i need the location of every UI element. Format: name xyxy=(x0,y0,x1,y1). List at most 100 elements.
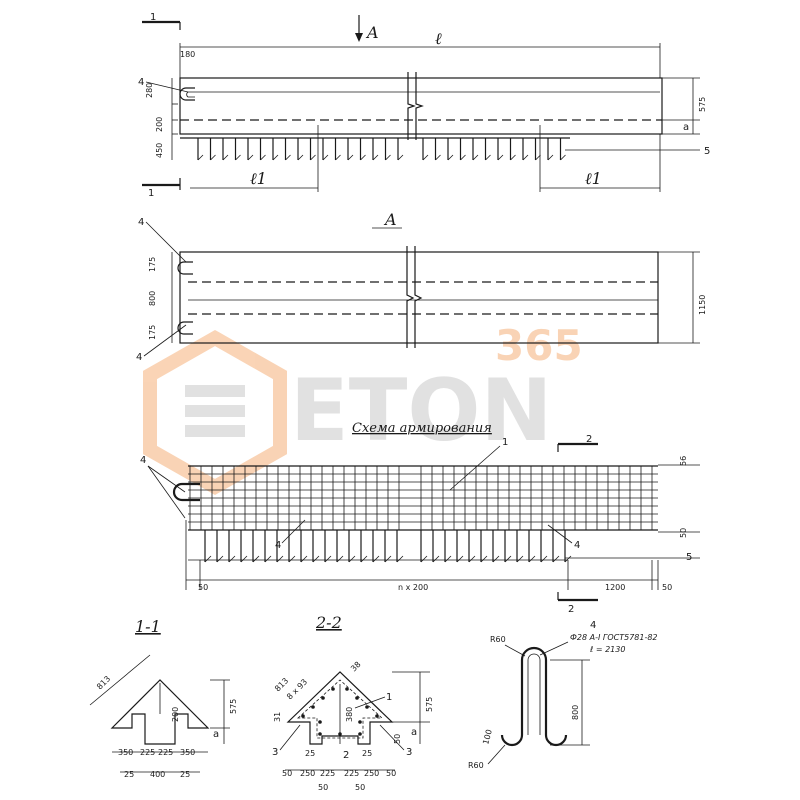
rebar-mesh xyxy=(188,465,658,531)
plan-loop-top-icon xyxy=(177,261,193,275)
s11-dim-225-left: 225 xyxy=(140,748,155,757)
dim-1200: 1200 xyxy=(605,583,625,592)
rebar-line xyxy=(310,154,316,161)
dim-180: 180 xyxy=(180,50,195,59)
loop-bar-left-icon xyxy=(500,660,524,747)
leader-1-scheme: 1 xyxy=(502,437,508,448)
leader-4-plan-top: 4 xyxy=(138,217,144,228)
section-1-1-outline xyxy=(110,679,210,745)
watermark-brand: ETON xyxy=(290,361,553,461)
rebar-line xyxy=(560,154,566,161)
rebar-line xyxy=(432,555,440,563)
length-l1-left: ℓ1 xyxy=(250,169,267,188)
rebar-line xyxy=(360,555,368,563)
rebar-line xyxy=(204,555,212,563)
s22-dim-250-b: 250 xyxy=(364,769,379,778)
rebar-line xyxy=(385,154,391,161)
rebar-line xyxy=(485,154,491,161)
s22-dim-a: a xyxy=(411,727,417,738)
rebar-dot xyxy=(345,687,349,691)
view-a-title: A xyxy=(383,210,397,229)
s11-dim-350-left: 350 xyxy=(118,748,133,757)
section-mark-2-bottom: 2 xyxy=(568,604,574,615)
dim-a-top: a xyxy=(683,122,689,133)
s22-dim-50-a: 50 xyxy=(282,769,292,778)
s22-dim-250-a: 250 xyxy=(300,769,315,778)
section-mark-top: 1 xyxy=(150,12,156,23)
loop-r60-top: R60 xyxy=(490,635,506,644)
loop-length: ℓ = 2130 xyxy=(589,645,625,654)
rebar-dot xyxy=(358,720,362,724)
section-2-2: 2-2 813 8 x 93 38 31 380 575 a 1 3 3 2 2… xyxy=(272,613,434,792)
loop-detail: 4 Ф28 А-I ГОСТ5781-82 ℓ = 2130 R60 R60 8… xyxy=(468,620,658,770)
rebar-line xyxy=(252,555,260,563)
rebar-line xyxy=(347,154,354,161)
s22-dim-38: 38 xyxy=(349,660,363,674)
rebar-line xyxy=(372,555,380,563)
rebar-line xyxy=(522,154,529,161)
leader-4-scheme-right: 4 xyxy=(574,540,580,551)
rebar-line xyxy=(492,555,500,563)
s22-dim-50-vert: 50 xyxy=(393,734,402,744)
section-2-2-outline xyxy=(286,671,394,745)
s11-dim-400: 400 xyxy=(150,770,165,779)
s22-dim-225-b: 225 xyxy=(344,769,359,778)
leader-5-scheme: 5 xyxy=(686,552,692,563)
dim-56: 56 xyxy=(679,456,688,466)
rebar-dot xyxy=(355,696,359,700)
rebar-line xyxy=(552,555,560,563)
leader-5-top: 5 xyxy=(704,146,710,157)
watermark: 365 ETON xyxy=(143,321,583,496)
s22-dim-50-b: 50 xyxy=(386,769,396,778)
rebar-line xyxy=(372,154,379,161)
dim-175-top: 175 xyxy=(148,257,157,272)
rebar-line xyxy=(504,555,512,563)
rebar-dot xyxy=(318,720,322,724)
rebar-line xyxy=(297,154,304,161)
s22-dim-25-left: 25 xyxy=(305,749,315,758)
leader-4-scheme-mid: 4 xyxy=(275,540,281,551)
beam-plan-body xyxy=(179,251,659,344)
leader-3-s22-right: 3 xyxy=(406,747,412,758)
leader-4-plan-bottom: 4 xyxy=(136,352,142,363)
watermark-hexagon-icon xyxy=(143,329,287,496)
s11-dim-225-right: 225 xyxy=(158,748,173,757)
rebar-line xyxy=(228,555,236,563)
dim-50-right: 50 xyxy=(679,528,688,538)
length-l-label: ℓ xyxy=(435,29,442,48)
length-l1-right: ℓ1 xyxy=(585,169,602,188)
rebar-line xyxy=(285,154,291,161)
rebar-line xyxy=(497,154,504,161)
s22-dim-575: 575 xyxy=(425,697,434,712)
rebar-line xyxy=(397,154,404,161)
section-2-2-bars xyxy=(301,687,379,736)
rebar-dot xyxy=(318,732,322,736)
scheme-loop-icon xyxy=(172,482,200,502)
s11-dim-200: 200 xyxy=(171,707,180,722)
rebar-line xyxy=(312,555,320,563)
rebar-line xyxy=(396,555,404,563)
rebar-line xyxy=(480,555,488,563)
rebar-dot xyxy=(321,696,325,700)
rebar-line xyxy=(336,555,344,563)
dim-450: 450 xyxy=(155,143,164,158)
elevation-view: 1 A ℓ 180 280 200 450 4 xyxy=(138,12,710,199)
s11-dim-575: 575 xyxy=(229,699,238,714)
section-2-2-title: 2-2 xyxy=(315,613,342,632)
rebar-line xyxy=(435,154,441,161)
rebar-line xyxy=(510,154,516,161)
s22-dim-380: 380 xyxy=(345,707,354,722)
dim-1150: 1150 xyxy=(698,295,707,315)
rebar-line xyxy=(247,154,254,161)
dim-200: 200 xyxy=(155,117,164,132)
rebar-line xyxy=(276,555,284,563)
rebar-line xyxy=(444,555,452,563)
rebar-line xyxy=(235,154,241,161)
plan-view: A 175 800 175 4 4 1150 xyxy=(136,210,707,363)
dim-50-left: 50 xyxy=(198,583,208,592)
rebar-line xyxy=(460,154,466,161)
loop-bar-right-icon xyxy=(520,646,568,747)
rebar-line xyxy=(420,555,428,563)
loop-title: 4 xyxy=(590,620,596,631)
